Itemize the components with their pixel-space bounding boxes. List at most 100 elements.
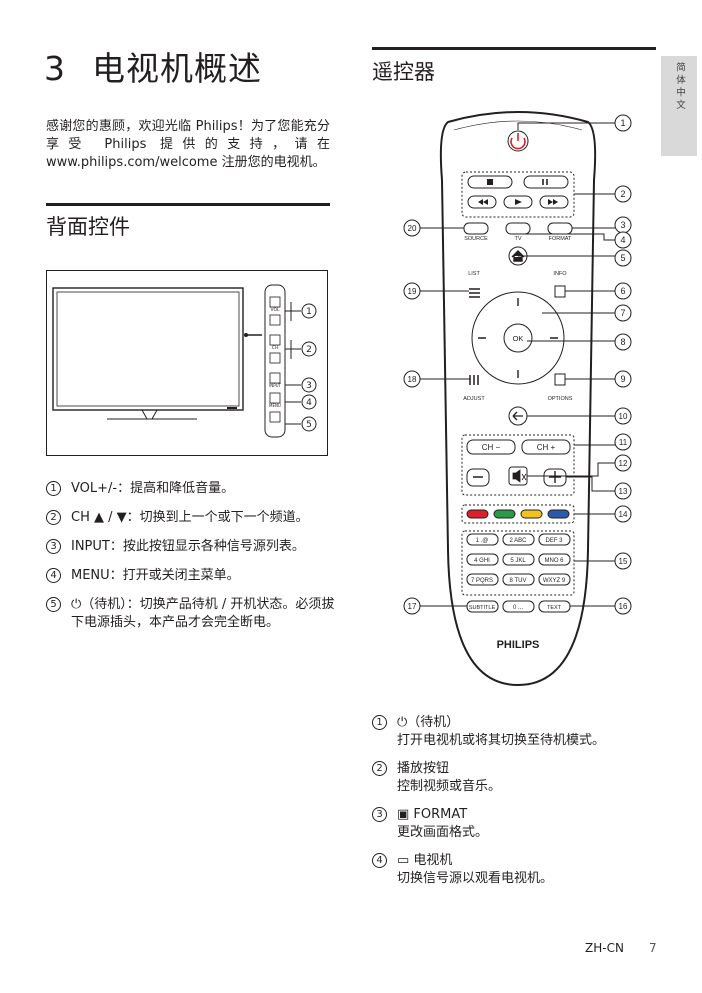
vol-label: VOL xyxy=(270,307,280,313)
back-icon xyxy=(512,411,523,421)
input-key xyxy=(269,372,281,384)
callout-r-15: 15 xyxy=(619,557,628,566)
key-4[interactable]: 4 GHI xyxy=(474,558,490,564)
item-body: 打开电视机或将其切换至待机模式。 xyxy=(397,733,606,748)
red-key[interactable] xyxy=(466,509,489,519)
key-8[interactable]: 8 TUV xyxy=(510,578,527,584)
options-icon xyxy=(554,373,566,386)
list-item: 5 ⏻（待机）：切换产品待机 / 开机状态。必须拔下电源插头，本产品才会完全断电。 xyxy=(46,596,336,632)
adjust-icon xyxy=(469,375,479,385)
callout-l-18: 18 xyxy=(408,375,417,384)
item-number: 3 xyxy=(46,539,61,554)
key-5[interactable]: 5 JKL xyxy=(510,558,526,564)
item-body: 控制视频或音乐。 xyxy=(397,779,502,794)
list-item: 4 MENU：打开或关闭主菜单。 xyxy=(46,567,336,585)
key-6[interactable]: MNO 6 xyxy=(544,558,564,564)
power-icon xyxy=(510,133,526,150)
remote-title: 遥控器 xyxy=(372,60,435,84)
item-number: 3 xyxy=(372,807,387,822)
ch-up-key xyxy=(269,334,281,346)
ok-label: OK xyxy=(513,334,524,343)
item-text: MENU：打开或关闭主菜单。 xyxy=(71,568,240,583)
subtitle-label: SUBTITLE xyxy=(469,605,496,611)
list-item: 4▭ 电视机切换信号源以观看电视机。 xyxy=(372,852,662,888)
tv-frame xyxy=(52,287,244,411)
callout-circle-4 xyxy=(301,394,317,410)
callout-3: 3 xyxy=(306,381,312,391)
key-7[interactable]: 7 PQRS xyxy=(471,578,493,584)
callout-r-8: 8 xyxy=(620,337,625,347)
yellow-key[interactable] xyxy=(520,509,543,519)
key-2[interactable]: 2 ABC xyxy=(509,538,527,544)
blue-key[interactable] xyxy=(547,509,570,519)
callout-l-20: 20 xyxy=(408,224,417,233)
adjust-label: ADJUST xyxy=(463,396,485,402)
stop-icon xyxy=(487,179,493,185)
item-text: ⏻（待机）：切换产品待机 / 开机状态。必须拔下电源插头，本产品才会完全断电。 xyxy=(71,597,335,630)
item-body: 更改画面格式。 xyxy=(397,825,489,840)
language-tab xyxy=(661,56,697,156)
key-1[interactable]: 1 .@ xyxy=(476,538,489,544)
format-button xyxy=(547,222,573,235)
input-label: INPUT xyxy=(269,383,282,388)
item-number: 1 xyxy=(372,715,387,730)
section-rule xyxy=(46,203,330,206)
callout-1: 1 xyxy=(306,307,312,317)
philips-logo: PHILIPS xyxy=(497,639,540,651)
item-text: INPUT：按此按钮显示各种信号源列表。 xyxy=(71,539,305,554)
text-label: TEXT xyxy=(547,605,562,611)
item-number: 2 xyxy=(46,510,61,525)
pause-button xyxy=(523,175,569,189)
callout-r-14: 14 xyxy=(619,510,628,519)
callout-circle-3 xyxy=(301,377,317,393)
numpad-group xyxy=(461,530,575,596)
tv-stand-neck xyxy=(141,409,158,420)
callout-r-10: 10 xyxy=(619,412,628,421)
ch-label: CH xyxy=(272,345,279,351)
ok-button xyxy=(503,323,533,353)
green-key[interactable] xyxy=(493,509,516,519)
key-9[interactable]: WXYZ 9 xyxy=(543,578,566,584)
callout-r-9: 9 xyxy=(620,374,625,384)
item-body: 切换信号源以观看电视机。 xyxy=(397,871,554,886)
zero-label: 0 ... xyxy=(513,605,523,611)
callout-r-5: 5 xyxy=(620,253,625,263)
pause-icon xyxy=(542,179,548,185)
info-label: INFO xyxy=(553,271,567,277)
language-tab-label: 简体中文 xyxy=(674,62,685,112)
item-text: CH ▲ / ▼：切换到上一个或下一个频道。 xyxy=(71,510,309,525)
channel-group xyxy=(461,434,575,496)
callout-r-11: 11 xyxy=(619,438,628,447)
list-item: 1 ⏻（待机） 打开电视机或将其切换至待机模式。 xyxy=(372,714,662,750)
callout-l-19: 19 xyxy=(408,287,417,296)
callout-circle-1 xyxy=(301,303,317,319)
menu-label: MENU xyxy=(269,403,281,408)
callout-r-4: 4 xyxy=(620,235,625,245)
callout-4: 4 xyxy=(306,398,312,408)
tv-label: TV xyxy=(514,236,521,242)
item-text: VOL+/-：提高和降低音量。 xyxy=(71,481,235,496)
tv-screen xyxy=(56,291,240,407)
callout-circle-2 xyxy=(301,341,317,357)
remote-diagram: .k{fill:#fff;stroke:#231f20;stroke-width… xyxy=(403,111,632,687)
callout-r-13: 13 xyxy=(619,487,628,496)
tv-diagram-svg: VOL CH INPUT MENU 1 2 3 4 5 xyxy=(52,284,317,438)
numpad xyxy=(466,533,571,586)
list-item: 2 CH ▲ / ▼：切换到上一个或下一个频道。 xyxy=(46,509,336,527)
item-number: 5 xyxy=(46,597,61,612)
key-3[interactable]: DEF 3 xyxy=(545,538,563,544)
item-title: ▣ FORMAT xyxy=(397,807,468,822)
chapter-heading: 电视机概述 xyxy=(92,49,262,88)
forward-icon xyxy=(548,199,558,205)
zero-button xyxy=(502,600,535,613)
item-number: 4 xyxy=(46,568,61,583)
item-number: 4 xyxy=(372,853,387,868)
vol-plus-key xyxy=(269,296,281,308)
left-callout-lines xyxy=(420,227,470,607)
format-label: FORMAT xyxy=(549,236,572,242)
item-title: ⏻（待机） xyxy=(397,715,460,730)
right-callout-lines xyxy=(517,122,615,607)
